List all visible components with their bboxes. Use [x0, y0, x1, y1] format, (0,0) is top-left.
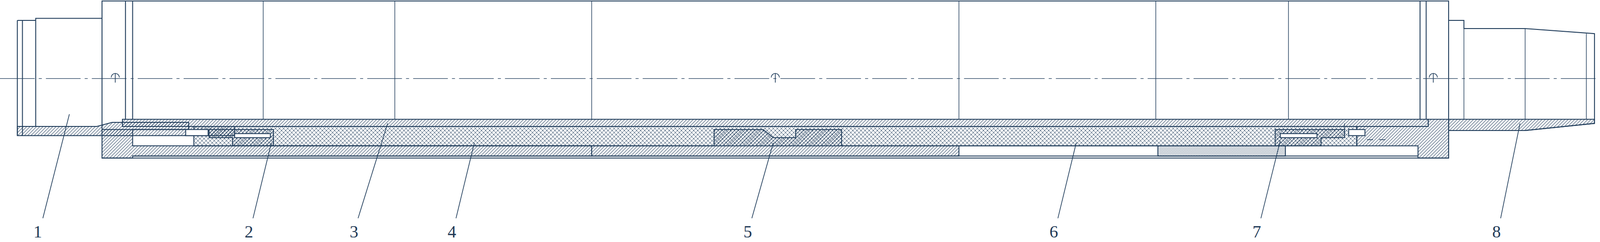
callout-number: 2 — [244, 223, 254, 241]
leader-lines — [43, 114, 1521, 219]
dense-band — [1157, 145, 1286, 157]
callout-number: 5 — [743, 223, 753, 241]
leader-line — [1057, 142, 1077, 219]
leader-line — [1500, 123, 1521, 219]
outline — [0, 0, 1600, 219]
leader-line — [358, 123, 388, 219]
callout-number: 7 — [1252, 223, 1262, 241]
callout-number: 6 — [1049, 223, 1059, 241]
groove — [125, 0, 1427, 120]
leader-line — [252, 142, 272, 219]
callout-number: 4 — [447, 223, 457, 241]
housing — [102, 0, 1449, 159]
pin-mark — [111, 73, 1438, 83]
void — [185, 129, 209, 137]
bearing-detail — [234, 133, 271, 138]
right-sub-line — [1463, 28, 1587, 120]
callout-number: 8 — [1492, 223, 1501, 241]
bearing-right — [1275, 129, 1345, 146]
callout-number: 1 — [33, 223, 43, 241]
void — [1348, 129, 1366, 137]
body-step — [263, 0, 1289, 120]
center-coupling — [591, 129, 959, 157]
bearing-left — [209, 129, 274, 146]
leader-line — [43, 114, 70, 219]
right-sub-section — [1448, 119, 1595, 131]
detail — [1344, 123, 1386, 140]
mandrel — [122, 119, 1429, 127]
leader-line — [456, 142, 475, 219]
callout-number: 3 — [349, 223, 359, 241]
center-line — [0, 78, 1600, 79]
leader-line — [751, 142, 774, 219]
right-sub — [1448, 20, 1595, 131]
left-end — [102, 126, 592, 159]
right-end — [1356, 119, 1450, 159]
bearing-detail — [1280, 133, 1318, 138]
leader-line — [1260, 141, 1281, 219]
left-sub — [17, 18, 103, 137]
